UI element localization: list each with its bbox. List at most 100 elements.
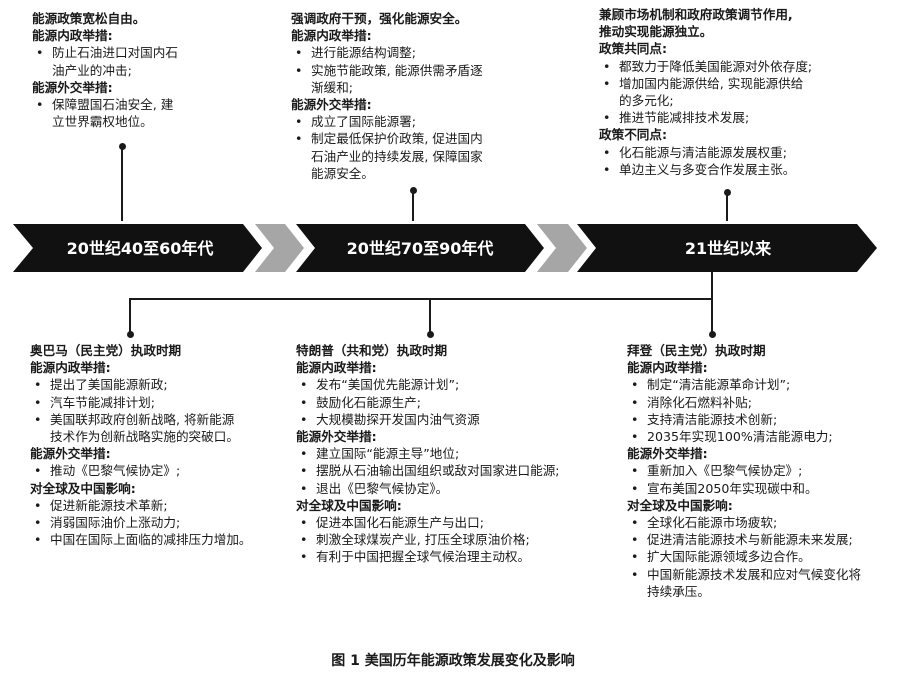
connector-chevron-1 — [255, 224, 304, 272]
bullet-line: 成立了国际能源署; — [311, 114, 416, 130]
bullet-line: 发布“美国优先能源计划”; — [316, 377, 460, 393]
block-heading: 特朗普（共和党）执政时期 — [296, 343, 448, 358]
section-title: 能源内政举措: — [296, 360, 377, 376]
era3-connector — [726, 192, 728, 221]
bullet-line: 美国联邦政府创新战略, 将新能源 — [50, 411, 235, 427]
bullet-item: 2035年实现100%清洁能源电力; — [627, 428, 902, 445]
bullet-item: 消除化石燃料补贴; — [627, 394, 902, 411]
block-heading: 兼顾市场机制和政府政策调节作用, — [599, 7, 793, 22]
bullet-line: 宣布美国2050年实现碳中和。 — [647, 480, 818, 496]
bullet-line: 石油产业的持续发展, 保障国家 — [311, 148, 483, 164]
bullet-item: 重新加入《巴黎气候协定》; — [627, 462, 902, 479]
bullet-list: 建立国际“能源主导”地位;摆脱从石油输出国组织或敌对国家进口能源;退出《巴黎气候… — [296, 445, 606, 497]
bullet-item: 促进新能源技术革新; — [30, 497, 292, 514]
obama-bracket-drop — [129, 298, 131, 334]
bullet-line: 推动《巴黎气候协定》; — [50, 463, 181, 479]
bullet-line: 都致力于降低美国能源对外依存度; — [619, 58, 813, 74]
bullet-line: 汽车节能减排计划; — [50, 394, 155, 410]
section-title: 能源外交举措: — [627, 446, 708, 462]
bullet-item: 支持清洁能源技术创新; — [627, 411, 902, 428]
bullet-line: 持续承压。 — [647, 583, 710, 599]
bullet-item: 摆脱从石油输出国组织或敌对国家进口能源; — [296, 462, 606, 479]
bullet-item: 消弱国际油价上涨动力; — [30, 514, 292, 531]
figure-caption: 图 1 美国历年能源政策发展变化及影响 — [331, 653, 575, 669]
bullet-line: 提出了美国能源新政; — [50, 377, 168, 393]
bullet-item: 鼓励化石能源生产; — [296, 394, 606, 411]
bullet-item: 提出了美国能源新政; — [30, 376, 292, 393]
bullet-item: 扩大国际能源领域多边合作。 — [627, 548, 902, 565]
bullet-line: 进行能源结构调整; — [311, 45, 416, 61]
bullet-line: 推进节能减排技术发展; — [619, 110, 750, 126]
bullet-line: 技术作为创新战略实施的突破口。 — [50, 429, 239, 445]
block-heading: 强调政府干预，强化能源安全。 — [291, 11, 468, 26]
era2-label: 20世纪70至90年代 — [347, 239, 494, 258]
bullet-line: 2035年实现100%清洁能源电力; — [647, 429, 833, 445]
bullet-line: 增加国内能源供给, 实现能源供给 — [619, 75, 804, 91]
section-title: 能源内政举措: — [627, 360, 708, 376]
era1-label: 20世纪40至60年代 — [67, 239, 214, 258]
bullet-line: 制定“清洁能源革命计划”; — [647, 377, 791, 393]
bullet-list: 制定“清洁能源革命计划”;消除化石燃料补贴;支持清洁能源技术创新; 2035年实现… — [627, 376, 902, 445]
bullet-list: 促进本国化石能源生产与出口;刺激全球煤炭产业, 打压全球原油价格;有利于中国把握… — [296, 514, 606, 566]
biden-bracket-drop — [711, 298, 713, 334]
bullet-list: 全球化石能源市场疲软;促进清洁能源技术与新能源未来发展;扩大国际能源领域多边合作… — [627, 514, 902, 600]
section-title: 能源外交举措: — [32, 79, 113, 95]
biden-bracket-dot — [709, 331, 716, 338]
section-title: 能源内政举措: — [30, 360, 111, 376]
section-title: 对全球及中国影响: — [296, 497, 402, 513]
bullet-item: 都致力于降低美国能源对外依存度; — [599, 58, 869, 75]
bullet-line: 能源安全。 — [311, 165, 374, 181]
bullet-line: 化石能源与清洁能源发展权重; — [619, 144, 787, 160]
bullet-line: 摆脱从石油输出国组织或敌对国家进口能源; — [316, 463, 560, 479]
bullet-line: 大规模勘探开发国内油气资源 — [316, 411, 480, 427]
connector-chevron-2 — [537, 224, 587, 272]
section-title: 能源外交举措: — [296, 429, 377, 445]
section-title: 能源外交举措: — [30, 446, 111, 462]
obama-bracket-dot — [127, 331, 134, 338]
block-heading: 拜登（民主党）执政时期 — [627, 343, 766, 358]
block-heading: 推动实现能源独立。 — [599, 24, 713, 40]
section-title: 对全球及中国影响: — [30, 480, 136, 496]
section-title: 能源内政举措: — [32, 28, 113, 44]
bullet-line: 支持清洁能源技术创新; — [647, 411, 778, 427]
bullet-item: 促进本国化石能源生产与出口; — [296, 514, 606, 531]
bullet-line: 鼓励化石能源生产; — [316, 394, 421, 410]
trump-bracket-drop — [429, 298, 431, 334]
bullet-item: 建立国际“能源主导”地位; — [296, 445, 606, 462]
bullet-list: 都致力于降低美国能源对外依存度;增加国内能源供给, 实现能源供给的多元化;推进节… — [599, 58, 869, 127]
bullet-list: 发布“美国优先能源计划”;鼓励化石能源生产;大规模勘探开发国内油气资源 — [296, 376, 606, 428]
bullet-line: 退出《巴黎气候协定》。 — [316, 480, 449, 496]
bullet-item: 单边主义与多变合作发展主张。 — [599, 161, 869, 178]
bullet-list: 推动《巴黎气候协定》; — [30, 462, 292, 479]
bullet-item: 大规模勘探开发国内油气资源 — [296, 411, 606, 428]
bullet-line: 渐缓和; — [311, 79, 354, 95]
bullet-list: 提出了美国能源新政;汽车节能减排计划;美国联邦政府创新战略, 将新能源技术作为创… — [30, 376, 292, 445]
bullet-line: 保障盟国石油安全, 建 — [52, 97, 174, 113]
trump-period: 特朗普（共和党）执政时期能源内政举措:发布“美国优先能源计划”;鼓励化石能源生产… — [296, 342, 606, 566]
block-heading: 能源政策宽松自由。 — [32, 11, 146, 26]
bullet-item: 化石能源与清洁能源发展权重; — [599, 144, 869, 161]
bullet-item: 进行能源结构调整; — [291, 44, 541, 61]
era3-bracket-stem — [711, 272, 713, 299]
section-title: 对全球及中国影响: — [627, 497, 733, 513]
era2-summary: 强调政府干预，强化能源安全。能源内政举措:进行能源结构调整;实施节能政策, 能源… — [291, 10, 541, 182]
section-title: 能源内政举措: — [291, 28, 372, 44]
bullet-line: 制定最低保护价政策, 促进国内 — [311, 131, 483, 147]
section-title: 能源外交举措: — [291, 97, 372, 113]
bullet-item: 推动《巴黎气候协定》; — [30, 462, 292, 479]
bullet-line: 全球化石能源市场疲软; — [647, 515, 778, 531]
bullet-line: 单边主义与多变合作发展主张。 — [619, 161, 796, 177]
bullet-line: 建立国际“能源主导”地位; — [316, 446, 460, 462]
bullet-item: 促进清洁能源技术与新能源未来发展; — [627, 531, 902, 548]
bullet-line: 促进新能源技术革新; — [50, 497, 168, 513]
administration-bracket — [129, 298, 713, 300]
bullet-line: 中国在国际上面临的减排压力增加。 — [50, 532, 252, 548]
bullet-line: 促进本国化石能源生产与出口; — [316, 515, 484, 531]
bullet-item: 发布“美国优先能源计划”; — [296, 376, 606, 393]
bullet-item: 中国在国际上面临的减排压力增加。 — [30, 531, 292, 548]
